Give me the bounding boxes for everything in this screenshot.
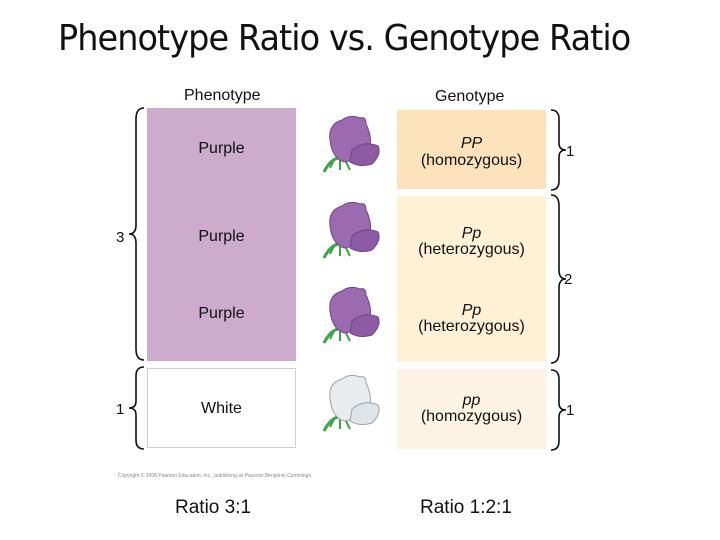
genotype-count-1-bottom: 1 bbox=[566, 402, 575, 419]
genotype-header: Genotype bbox=[435, 88, 505, 105]
genotype-type: (homozygous) bbox=[420, 152, 523, 169]
copyright-notice: Copyright © 2008 Pearson Education, Inc.… bbox=[118, 473, 313, 479]
genotype-alleles: Pp bbox=[397, 226, 546, 242]
alleles-pp: pp bbox=[462, 392, 481, 409]
genotype-alleles: pp bbox=[397, 393, 546, 409]
genotype-alleles: Pp bbox=[397, 303, 546, 319]
phenotype-count-1: 1 bbox=[116, 401, 125, 418]
alleles-Pp-1: Pp bbox=[461, 225, 482, 242]
genotype-box-pp: pp (homozygous) bbox=[397, 369, 546, 449]
white-flower-icon bbox=[322, 374, 380, 432]
phenotype-label-purple-3: Purple bbox=[198, 305, 245, 322]
phenotype-white-box: White bbox=[147, 368, 296, 448]
phenotype-ratio: Ratio 3:1 bbox=[175, 497, 252, 518]
phenotype-label-purple-2: Purple bbox=[198, 228, 245, 245]
phenotype-label-white: White bbox=[201, 400, 242, 417]
purple-flower-icon bbox=[322, 201, 380, 259]
left-brace-3 bbox=[128, 107, 145, 361]
right-brace-2 bbox=[550, 194, 567, 364]
genotype-type: (heterozygous) bbox=[418, 241, 525, 258]
phenotype-count-3: 3 bbox=[116, 229, 125, 246]
genotype-box-Pp: Pp (heterozygous) Pp (heterozygous) bbox=[397, 196, 546, 362]
genotype-type: (homozygous) bbox=[420, 408, 523, 425]
right-brace-1-bottom bbox=[550, 369, 567, 451]
phenotype-label-purple-1: Purple bbox=[198, 140, 245, 157]
purple-flower-icon bbox=[322, 286, 380, 344]
phenotype-purple-box: Purple Purple Purple bbox=[147, 108, 296, 361]
slide-title: Phenotype Ratio vs. Genotype Ratio bbox=[58, 18, 631, 59]
purple-flower-icon bbox=[322, 115, 380, 173]
genotype-type: (heterozygous) bbox=[418, 318, 525, 335]
alleles-PP: PP bbox=[460, 135, 483, 152]
genotype-ratio: Ratio 1:2:1 bbox=[420, 497, 512, 518]
genotype-count-2: 2 bbox=[564, 271, 573, 288]
phenotype-header: Phenotype bbox=[184, 87, 261, 104]
genotype-alleles: PP bbox=[397, 136, 546, 152]
alleles-Pp-2: Pp bbox=[461, 302, 482, 319]
right-brace-1-top bbox=[550, 109, 567, 191]
genotype-box-PP: PP (homozygous) bbox=[397, 110, 546, 189]
left-brace-1 bbox=[128, 366, 145, 450]
genotype-count-1-top: 1 bbox=[566, 143, 575, 160]
